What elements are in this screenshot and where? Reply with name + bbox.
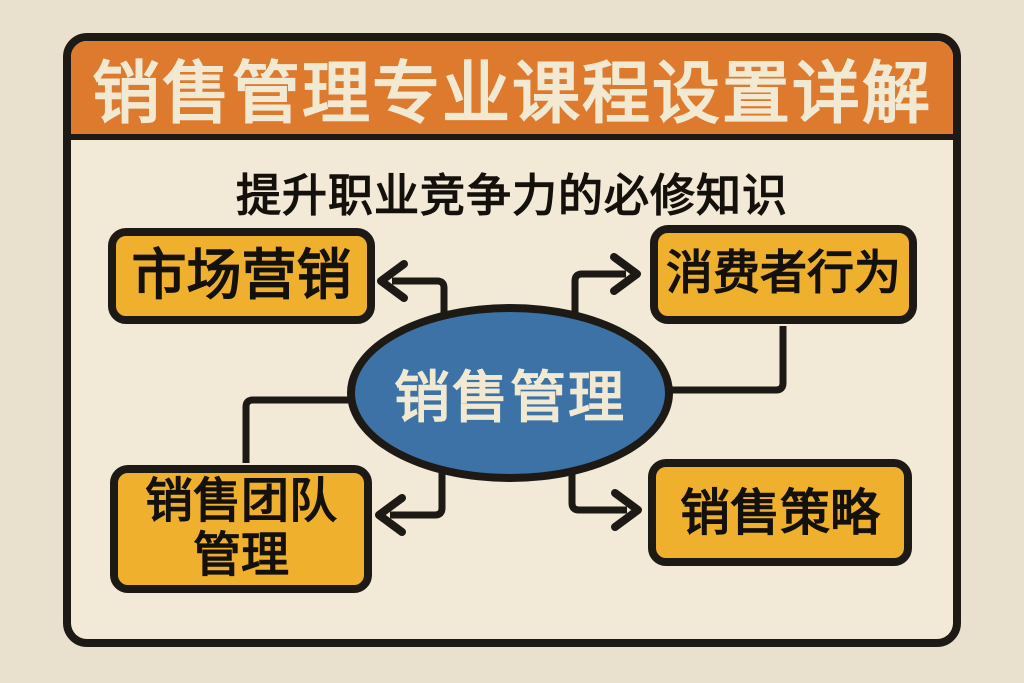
page-title: 销售管理专业课程设置详解 [91,55,932,134]
node-sales-team-management: 销售团队 管理 [110,465,372,593]
node-sales-strategy-label: 销售策略 [680,483,880,542]
node-sales-team-line2: 管理 [192,527,289,583]
node-marketing-label: 市场营销 [131,243,352,308]
title-banner: 销售管理专业课程设置详解 [71,41,953,140]
center-node-label: 销售管理 [394,365,626,431]
node-marketing: 市场营销 [108,228,375,324]
node-sales-strategy: 销售策略 [648,459,912,566]
page-subtitle: 提升职业竞争力的必修知识 [235,169,788,222]
node-consumer-behavior-label: 消费者行为 [666,246,901,302]
node-consumer-behavior: 消费者行为 [650,225,917,324]
center-node-sales-management: 销售管理 [347,304,673,482]
node-sales-team-line1: 销售团队 [144,473,337,530]
